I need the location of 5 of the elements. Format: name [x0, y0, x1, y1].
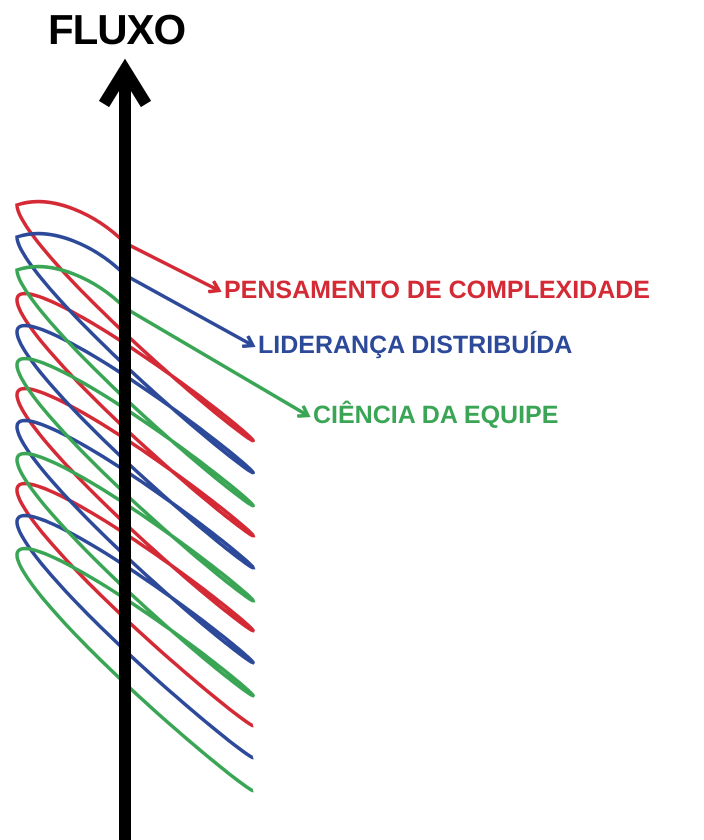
spiral-arrow — [15, 266, 310, 792]
title: FLUXO — [48, 6, 186, 54]
label-text: PENSAMENTO DE COMPLEXIDADE — [224, 272, 650, 308]
label-text: CIÊNCIA DA EQUIPE — [313, 397, 558, 433]
label-text: LIDERANÇA DISTRIBUÍDA — [258, 327, 572, 363]
